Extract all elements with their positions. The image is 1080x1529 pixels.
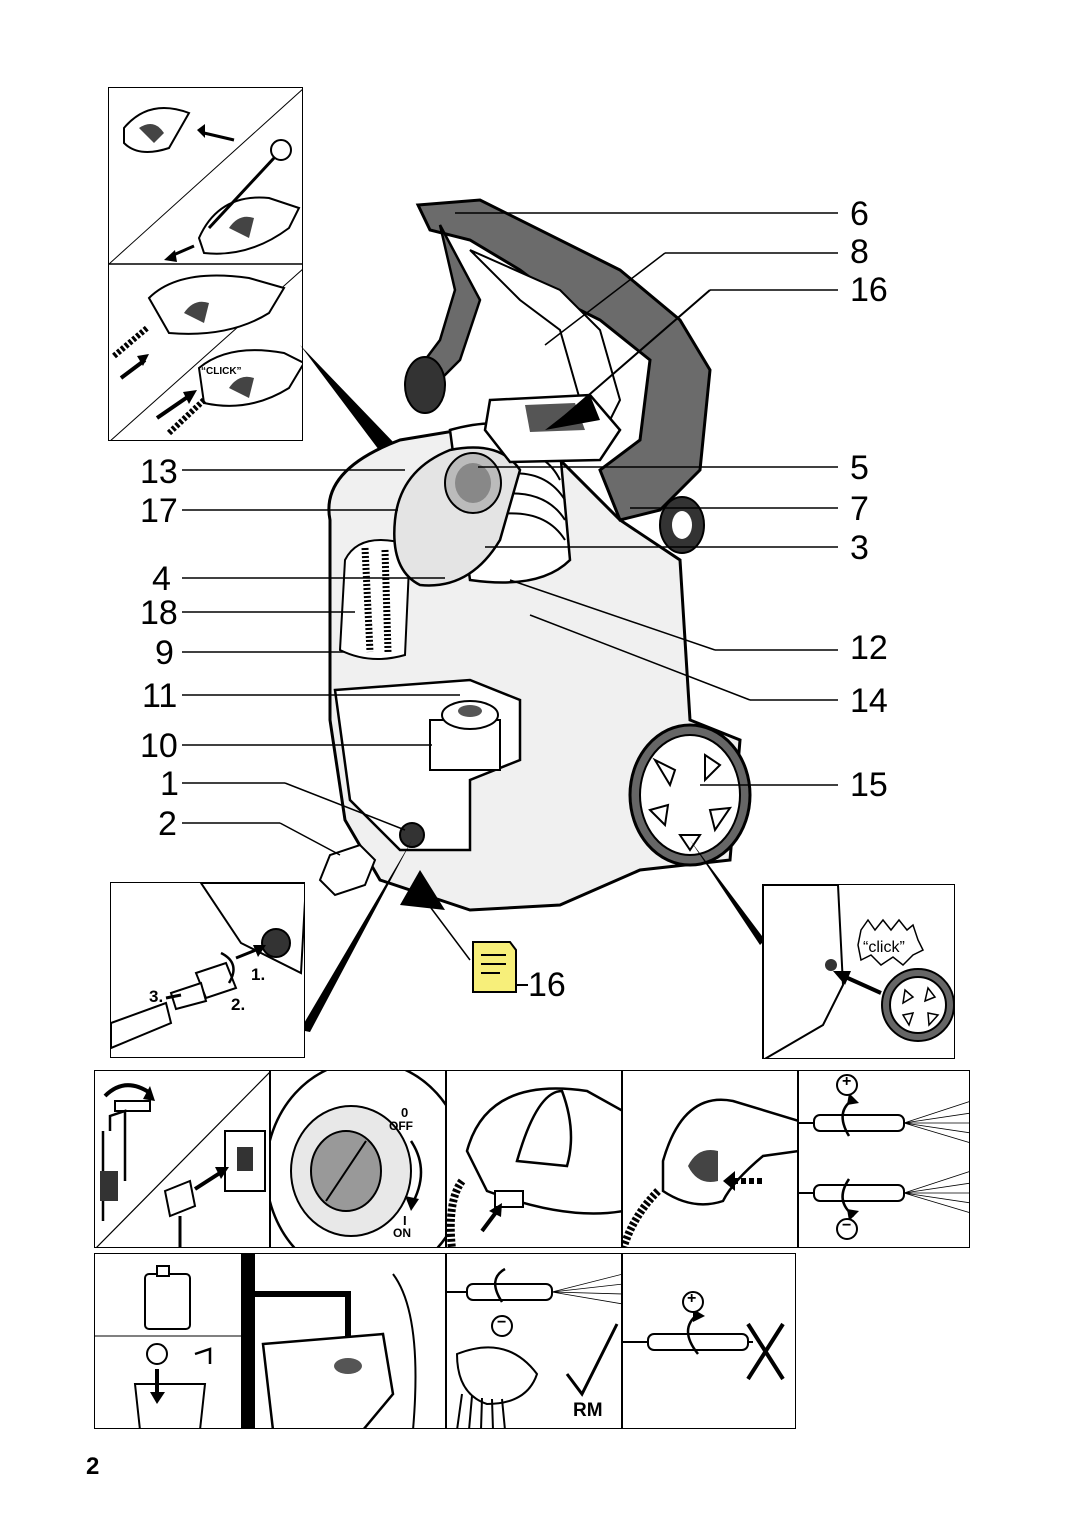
callout-18: 18 — [140, 594, 178, 632]
detergent-mix-drawing — [95, 1265, 241, 1428]
gun-assembly-drawing — [109, 89, 302, 440]
callout-3: 3 — [850, 529, 869, 567]
callout-10: 10 — [140, 727, 178, 765]
switch-on-label: ON — [393, 1226, 411, 1240]
gun-trigger-drawing — [623, 1098, 797, 1247]
switch-off-label: OFF — [389, 1119, 413, 1133]
callout-6: 6 — [850, 195, 869, 233]
panel-detergent-mix — [94, 1253, 242, 1429]
callout-12: 12 — [850, 629, 888, 667]
plus-label-not-allowed: + — [687, 1290, 697, 1307]
water-power-drawing — [96, 1072, 269, 1247]
page-number: 2 — [86, 1453, 100, 1480]
detergent-tank-drawing — [243, 1254, 417, 1428]
hose-connection-drawing — [111, 883, 304, 1050]
panel-water-power — [94, 1070, 270, 1248]
callout-14: 14 — [850, 682, 888, 720]
callout-16-note: 16 — [528, 966, 566, 1004]
callout-2: 2 — [158, 805, 177, 843]
minus-label-brush: − — [497, 1314, 507, 1331]
plus-label-upper: + — [842, 1073, 852, 1090]
callout-7: 7 — [850, 490, 869, 528]
callout-15: 15 — [850, 766, 888, 804]
panel-hose-release — [446, 1070, 622, 1248]
step-3-label: 3. — [149, 987, 164, 1006]
panel-main-switch: 0 OFF I ON — [270, 1070, 446, 1248]
panel-brush-allowed: − RM — [446, 1253, 622, 1429]
inset-gun-assembly: “CLICK” — [108, 87, 303, 441]
callout-1: 1 — [160, 765, 179, 803]
not-allowed-drawing — [623, 1291, 785, 1381]
callout-17: 17 — [140, 492, 178, 530]
pressure-adjust-drawing — [799, 1074, 969, 1240]
step-2-label: 2. — [231, 995, 246, 1014]
callout-13: 13 — [140, 453, 178, 491]
click-label-upper: “CLICK” — [201, 366, 242, 377]
panel-pressure-adjust: + − — [798, 1070, 970, 1248]
rm-label: RM — [573, 1400, 603, 1421]
panel-not-allowed: + — [622, 1253, 796, 1429]
hose-release-drawing — [447, 1087, 621, 1247]
switch-on-one: I — [403, 1213, 407, 1228]
inset-hose-connection: 1. 2. 3. — [110, 882, 305, 1058]
brush-allowed-drawing — [447, 1267, 621, 1428]
panel-detergent-tank — [242, 1253, 446, 1429]
callout-9: 9 — [155, 634, 174, 672]
switch-off-zero: 0 — [401, 1105, 409, 1120]
callout-4: 4 — [152, 560, 171, 598]
minus-label-lower: − — [842, 1217, 852, 1234]
callout-11: 11 — [142, 677, 178, 715]
panel-gun-trigger — [622, 1070, 798, 1248]
step-1-label: 1. — [251, 965, 266, 984]
callout-8: 8 — [850, 233, 869, 271]
inset-wheel-click: “click” — [762, 884, 955, 1059]
callout-5: 5 — [850, 449, 869, 487]
wheel-click-drawing — [763, 885, 954, 1058]
click-label-wheel: “click” — [863, 939, 905, 956]
main-switch-drawing — [271, 1071, 445, 1247]
callout-16-top: 16 — [850, 271, 888, 309]
